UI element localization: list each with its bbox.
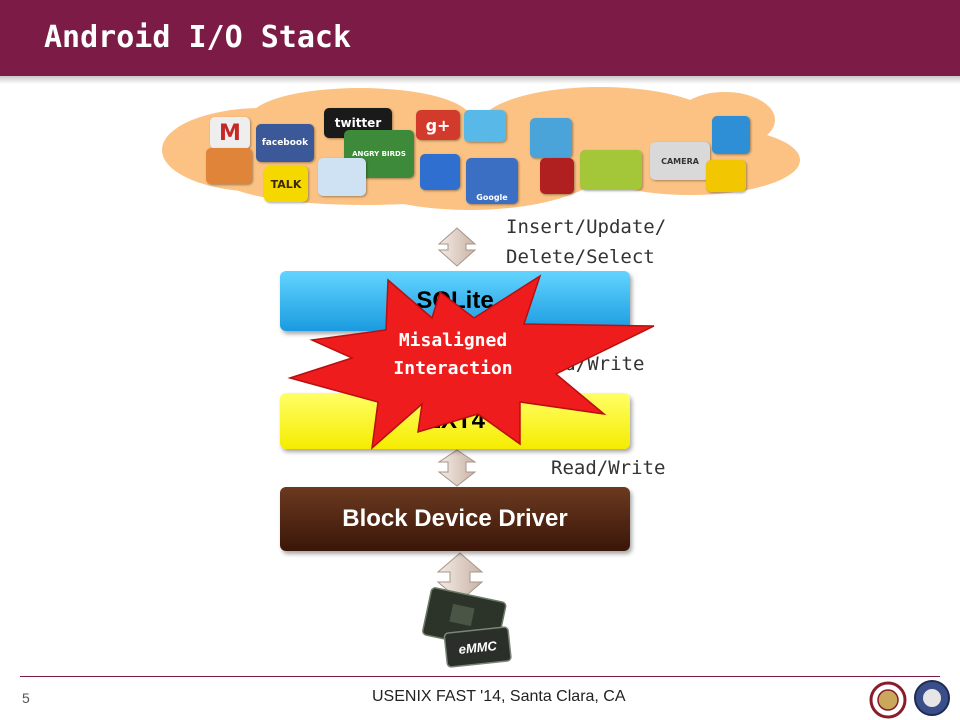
title-bar-shadow bbox=[0, 76, 960, 84]
chat-icon bbox=[420, 154, 460, 190]
twitter-bird-icon bbox=[464, 110, 506, 142]
arrow-ext4-to-driver bbox=[437, 449, 477, 487]
ext4-read-write-label: Read/Write bbox=[551, 457, 666, 479]
arrow-app-to-sqlite bbox=[437, 227, 477, 267]
misaligned-interaction-callout: Misaligned Interaction bbox=[388, 327, 518, 383]
footer-text: USENIX FAST '14, Santa Clara, CA bbox=[372, 688, 626, 705]
insert-update-label: Insert/Update/ bbox=[506, 216, 667, 238]
gmail-icon: M bbox=[210, 117, 250, 149]
emmc-chip-front: eMMC bbox=[443, 626, 512, 668]
android-icon bbox=[580, 150, 642, 190]
kakaostory-icon bbox=[540, 158, 574, 194]
callout-line-1: Misaligned bbox=[398, 330, 508, 351]
camera-icon: CAMERA bbox=[650, 142, 710, 180]
block-device-driver-label: Block Device Driver bbox=[342, 505, 568, 532]
browser-icon bbox=[530, 118, 572, 158]
footer-divider bbox=[20, 676, 940, 677]
block-device-driver-layer: Block Device Driver bbox=[280, 487, 630, 551]
title-bar bbox=[0, 0, 960, 76]
dropbox-icon bbox=[712, 116, 750, 154]
google-search-icon: Google bbox=[466, 158, 518, 204]
phone-icon bbox=[318, 158, 366, 196]
university-emblem-icon bbox=[914, 680, 950, 716]
kakaotalk-icon: TALK bbox=[264, 166, 308, 202]
facebook-icon: facebook bbox=[256, 124, 314, 162]
contacts-icon bbox=[206, 148, 252, 184]
google-plus-icon: g+ bbox=[416, 110, 460, 140]
callout-line-2: Interaction bbox=[393, 358, 513, 379]
slide-title: Android I/O Stack bbox=[44, 20, 352, 55]
university-seal-icon bbox=[869, 681, 907, 719]
gallery-icon bbox=[706, 160, 746, 192]
delete-select-label: Delete/Select bbox=[506, 246, 655, 268]
emmc-label: eMMC bbox=[458, 638, 498, 657]
page-number: 5 bbox=[22, 690, 30, 706]
